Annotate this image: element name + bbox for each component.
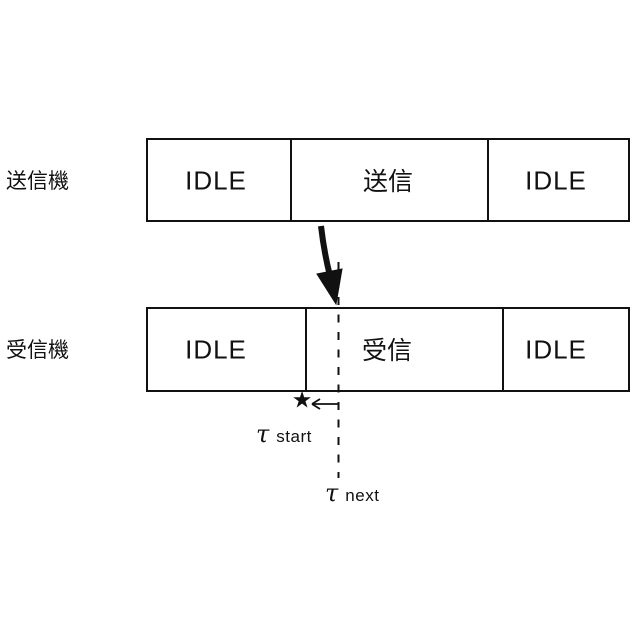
transmitter-send-label: 送信 (362, 168, 414, 196)
tau-start-left-arrow-icon (311, 398, 338, 410)
transmitter-label: 送信機 (6, 170, 69, 193)
receiver-receive-label: 受信 (361, 337, 413, 365)
transmitter-segment-divider (290, 140, 292, 220)
transmission-arrow-icon (316, 225, 343, 306)
transmitter-idle-1-label: IDLE (185, 165, 247, 196)
receiver-segment-divider (502, 309, 504, 390)
tau-start-symbol: τ (256, 420, 270, 448)
transmitter-idle-2-label: IDLE (525, 165, 587, 196)
tau-next-annotation: τ next (325, 481, 379, 505)
receiver-segment-divider (305, 309, 307, 390)
tau-next-word: next (345, 486, 380, 505)
transmitter-segment-divider (487, 140, 489, 220)
transmitter-timeline (146, 138, 630, 222)
receiver-timeline (146, 307, 630, 392)
receiver-idle-1-label: IDLE (185, 334, 247, 365)
star-icon: ★ (291, 386, 313, 413)
receiver-idle-2-label: IDLE (525, 334, 587, 365)
tau-next-symbol: τ (325, 479, 339, 507)
tau-start-word: start (276, 427, 312, 446)
tau-start-annotation: τ start (256, 422, 312, 446)
receiver-label: 受信機 (6, 339, 69, 362)
